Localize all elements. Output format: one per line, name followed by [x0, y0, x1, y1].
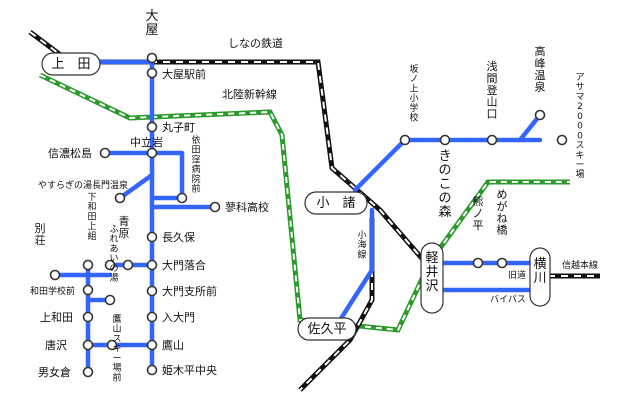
label-yoda-hospital: 依田窪病院前	[191, 134, 200, 195]
stop-himekidaira	[146, 364, 158, 376]
stop-karasawa	[82, 339, 94, 351]
hub-karuizawa-label: 軽井沢	[425, 251, 438, 294]
hub-komoro: 小 諸	[304, 191, 368, 215]
label-takamine: 高峰温泉	[535, 44, 546, 94]
stop-nagakubo	[146, 231, 158, 243]
stop-asama-tozan	[486, 134, 498, 146]
stop-megane	[496, 257, 508, 269]
label-shinkansen: 北陸新幹線	[222, 87, 277, 101]
label-nagakubo: 長久保	[162, 230, 195, 244]
label-nakatachiiwa: 中立岩	[130, 135, 163, 149]
hub-karuizawa: 軽井沢	[420, 242, 444, 314]
label-bessho: 別荘	[35, 222, 46, 247]
stop-yoda-hospital	[176, 192, 188, 204]
stop-sakanoue-school	[399, 134, 411, 146]
stop-takayama-ski	[106, 339, 118, 351]
stop-oya	[146, 52, 158, 64]
stop-takamine	[534, 109, 546, 121]
label-kinoko: きのこの森	[438, 149, 451, 220]
stop-nakatachiiwa	[146, 147, 158, 159]
hub-ueda: 上 田	[41, 52, 101, 76]
stop-bessho	[49, 269, 61, 281]
hub-komoro-label: 小 諸	[316, 195, 355, 211]
stop-aohara	[122, 259, 134, 271]
label-megane: めがね橋	[497, 188, 508, 237]
label-daimon-ochiai: 大門落合	[162, 258, 206, 272]
label-wada-school: 和田学校前	[30, 285, 75, 297]
stop-oya-ekimae	[146, 67, 158, 79]
stop-takayama	[146, 339, 158, 351]
label-tateshina-hs: 蓼科高校	[225, 200, 269, 214]
label-bypass: バイパス	[490, 294, 526, 305]
stop-yasuragi	[114, 192, 126, 204]
stop-fureai	[104, 259, 116, 271]
label-aohara: 青原	[119, 215, 130, 240]
label-marukomachi: 丸子町	[162, 121, 195, 134]
label-iriomon: 入大門	[162, 310, 195, 324]
stop-asama-ski	[556, 134, 568, 146]
label-otokokura: 男女倉	[38, 365, 71, 379]
hub-ueda-label: 上 田	[51, 57, 90, 72]
stop-marukomachi	[146, 121, 158, 133]
stop-tateshina-hs	[209, 201, 221, 213]
label-takayama-ski: 鷹山スキー場前	[112, 313, 121, 383]
stop-kinoko	[439, 134, 451, 146]
label-koumi: 小海線	[357, 230, 366, 260]
label-kumanotaira: 熊ノ平	[473, 194, 484, 232]
label-oya: 大屋	[145, 9, 158, 38]
label-asama-tozan: 浅間登山口	[487, 60, 498, 121]
stop-wada-school	[82, 284, 94, 296]
label-shinetsu: 信越本線	[562, 259, 598, 271]
stop-daimon-shisho	[146, 285, 158, 297]
label-kamiwada: 上和田	[40, 311, 73, 324]
label-oya-ekimae: 大屋駅前	[162, 67, 206, 81]
stop-kumanotaira	[472, 257, 484, 269]
stop-kamiwada	[82, 311, 94, 323]
label-shinano-matsushima: 信濃松島	[48, 146, 92, 160]
label-fureai: ふれあいの湯	[109, 224, 118, 284]
stop-daimon-ochiai	[146, 259, 158, 271]
stop-otokokura	[82, 366, 94, 378]
stop-shimowada-kami	[82, 259, 94, 271]
stop-iriomon	[146, 311, 158, 323]
stops	[49, 52, 568, 378]
label-yasuragi: やすらぎの湯長門温泉	[38, 179, 128, 191]
stop-shinano-matsushima	[99, 147, 111, 159]
stop-wada-branch	[104, 294, 116, 306]
hub-sakudaira-label: 佐久平	[307, 322, 346, 337]
label-daimon-shisho: 大門支所前	[162, 284, 217, 298]
shinkansen-line	[38, 72, 570, 333]
hub-sakudaira: 佐久平	[297, 317, 357, 341]
label-takayama: 鷹山	[162, 338, 184, 352]
label-sakanoue-school: 坂ノ上小学校	[409, 64, 418, 124]
hub-yokokawa-label: 横川	[533, 257, 546, 286]
label-shinano-railway: しなの鉄道	[228, 36, 283, 50]
label-karasawa: 唐沢	[45, 338, 67, 352]
label-shimowada-kami: 下和田上組	[87, 193, 96, 242]
hub-yokokawa: 横川	[529, 247, 551, 307]
label-himekidaira: 姫木平中央	[162, 363, 217, 377]
label-kyudo: 旧道	[508, 269, 526, 281]
